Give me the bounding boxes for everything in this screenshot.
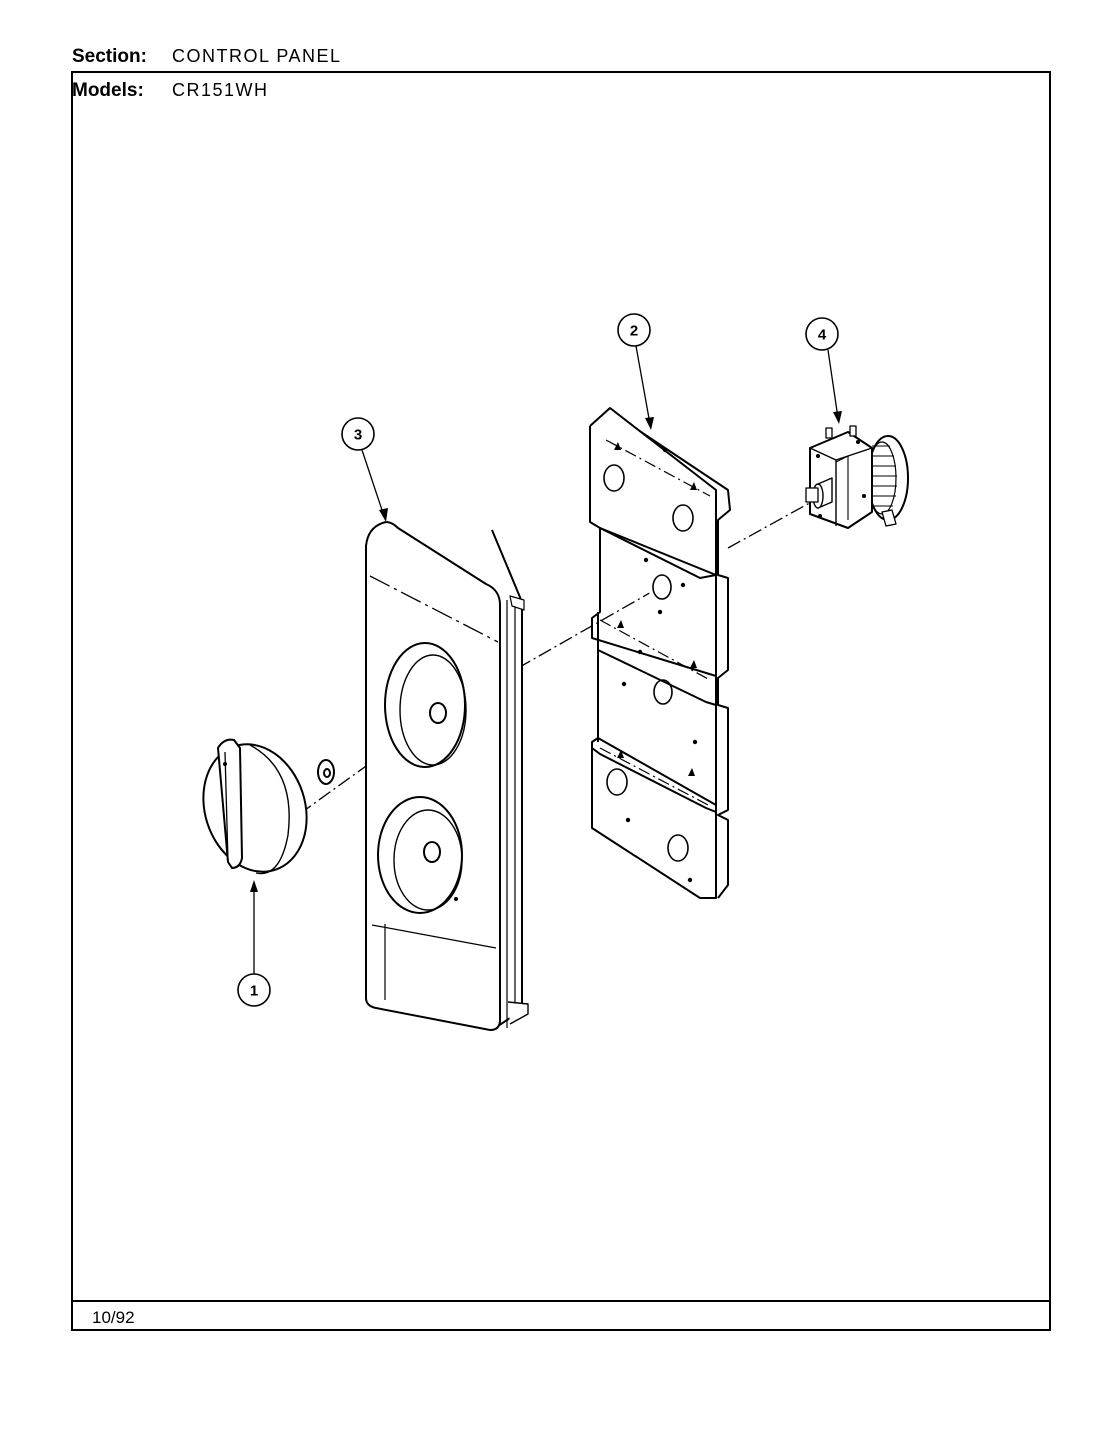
control-knob-part [202, 738, 308, 875]
callout-3-number: 3 [354, 427, 362, 444]
callout-2-number: 2 [630, 323, 638, 340]
models-value: CR151WH [172, 80, 269, 100]
mounting-bracket-part [589, 407, 731, 899]
callout-4: 4 [805, 317, 842, 424]
rotary-switch-part [805, 425, 909, 529]
footer-rule [71, 1300, 1051, 1302]
drawing-frame [71, 71, 1051, 1331]
models-line: Models: CR151WH [72, 80, 269, 102]
section-value: CONTROL PANEL [172, 46, 342, 66]
models-label: Models: [72, 80, 144, 101]
footer-date: 10/92 [92, 1308, 135, 1327]
callout-4-number: 4 [818, 327, 827, 344]
callout-1: 1 [237, 880, 271, 1007]
callout-1-number: 1 [250, 983, 258, 1000]
section-line: Section: CONTROL PANEL [72, 46, 342, 68]
washer-part [317, 759, 335, 785]
assembly-axis-lines [279, 499, 816, 829]
control-panel-part [365, 521, 529, 1031]
callout-2: 2 [617, 313, 654, 430]
callout-3: 3 [341, 417, 388, 522]
section-label: Section: [72, 46, 147, 67]
